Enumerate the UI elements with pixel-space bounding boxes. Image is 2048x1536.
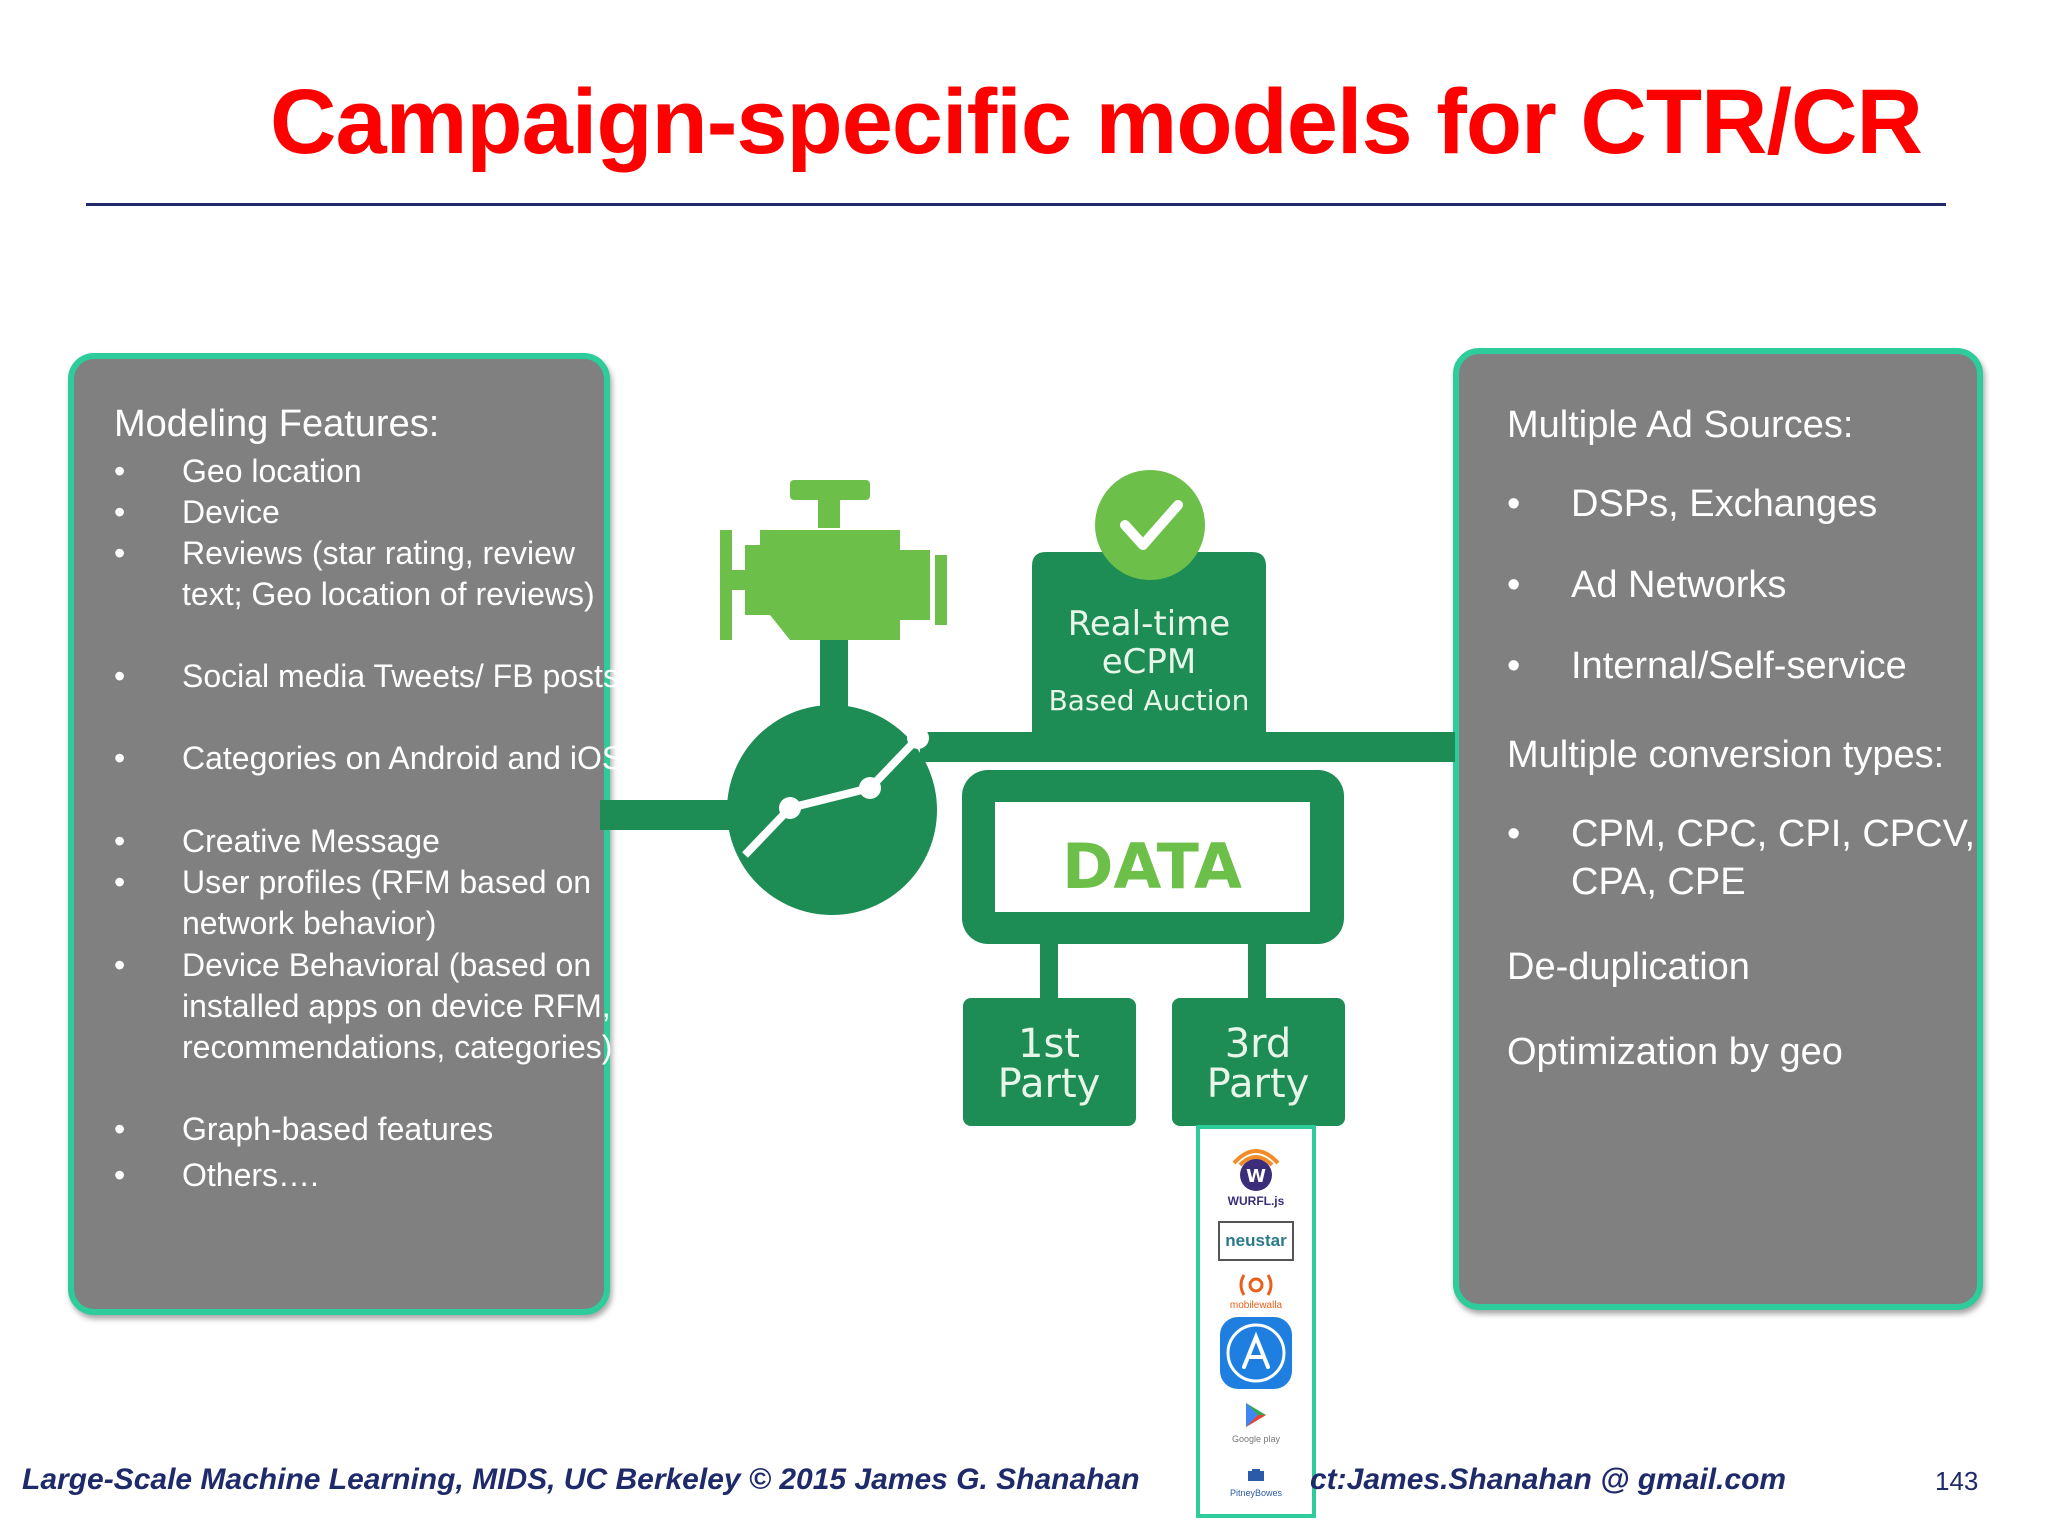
bullet: • — [114, 947, 126, 983]
ad-platform-diagram: Real-time eCPM Based Auction DATA 1st Pa… — [600, 470, 1455, 1126]
source-item: Ad Networks — [1571, 564, 1787, 606]
feature-item: Device — [182, 494, 280, 530]
bullet: • — [1507, 813, 1521, 855]
source-item: DSPs, Exchanges — [1571, 483, 1878, 525]
bullet: • — [114, 535, 126, 571]
mobilewalla-logo: mobilewalla — [1200, 1271, 1312, 1311]
first-party-line2: Party — [998, 1061, 1101, 1107]
title-divider — [86, 203, 1946, 206]
source-item: Internal/Self-service — [1571, 645, 1907, 687]
bullet: • — [114, 864, 126, 900]
modeling-features-heading: Modeling Features: — [114, 403, 440, 445]
right-connector — [920, 732, 1455, 762]
google-play-icon — [1246, 1403, 1266, 1427]
engine-icon — [720, 480, 947, 640]
deduplication-heading: De-duplication — [1507, 946, 1750, 988]
data-box-inner — [995, 802, 1310, 912]
pitney-bowes-label: PitneyBowes — [1229, 1488, 1283, 1498]
mobilewalla-label: mobilewalla — [1229, 1300, 1283, 1311]
auction-label-line1: Real-time — [1068, 604, 1230, 644]
trend-line — [742, 735, 921, 858]
conversion-item: CPM, CPC, CPI, CPCV, CPA, CPE — [1571, 813, 1976, 903]
neustar-logo: neustar — [1200, 1221, 1312, 1261]
wurfl-icon: W — [1232, 1149, 1280, 1191]
app-store-logo — [1200, 1315, 1312, 1396]
feature-item: Graph-based features — [182, 1111, 494, 1147]
auction-label-line3: Based Auction — [1049, 684, 1250, 717]
mobilewalla-icon — [1239, 1274, 1273, 1296]
app-store-icon — [1220, 1317, 1292, 1389]
first-party-line1: 1st — [1018, 1021, 1080, 1067]
bullet: • — [1507, 645, 1521, 687]
auction-box — [1032, 552, 1266, 732]
trend-point — [779, 797, 801, 819]
neustar-label: neustar — [1218, 1221, 1294, 1261]
bullet: • — [114, 823, 126, 859]
bullet: • — [114, 1157, 126, 1193]
bullet: • — [1507, 483, 1521, 525]
ad-sources-panel: Multiple Ad Sources: • DSPs, Exchanges • A… — [1453, 348, 1983, 1310]
data-label: DATA — [1062, 830, 1242, 903]
bullet: • — [114, 494, 126, 530]
feature-item: Others…. — [182, 1157, 319, 1193]
bullet: • — [114, 1111, 126, 1147]
bullet: • — [114, 740, 126, 776]
feature-item: Categories on Android and iOS — [182, 740, 624, 776]
wurfl-logo: W WURFL.js — [1200, 1141, 1312, 1208]
pitney-bowes-icon — [1248, 1469, 1264, 1481]
pitney-bowes-logo: PitneyBowes — [1200, 1469, 1312, 1498]
analytics-circle — [727, 705, 937, 915]
first-party-box — [963, 998, 1136, 1126]
third-party-box — [1172, 998, 1345, 1126]
feature-item: Reviews (star rating, review text; Geo l… — [182, 535, 595, 612]
bullet: • — [114, 453, 126, 489]
check-mark-icon — [1120, 500, 1183, 550]
feature-item: User profiles (RFM based on network beha… — [182, 864, 592, 941]
check-circle-icon — [1095, 470, 1205, 580]
slide-title: Campaign-specific models for CTR/CR — [270, 71, 1923, 173]
google-play-logo: Google play — [1200, 1401, 1312, 1444]
bullet: • — [114, 658, 126, 694]
modeling-features-panel: Modeling Features: • Geo location • Device •… — [68, 353, 623, 1315]
footer-contact: ct:James.Shanahan @ gmail.com — [1310, 1463, 1787, 1496]
wurfl-label: WURFL.js — [1227, 1194, 1285, 1208]
third-party-line1: 3rd — [1225, 1021, 1292, 1067]
trend-point — [907, 727, 929, 749]
bullet: • — [1507, 564, 1521, 606]
data-provider-logos: W WURFL.js neustar mobilewalla Google pl… — [1196, 1125, 1316, 1518]
feature-item: Social media Tweets/ FB posts — [182, 658, 619, 694]
conversion-types-heading: Multiple conversion types: — [1507, 734, 1945, 776]
auction-label-line2: eCPM — [1102, 642, 1197, 682]
feature-item: Creative Message — [182, 823, 440, 859]
svg-text:W: W — [1246, 1166, 1266, 1187]
trend-point — [859, 777, 881, 799]
ad-sources-heading: Multiple Ad Sources: — [1507, 404, 1854, 446]
feature-item: Geo location — [182, 453, 362, 489]
first-party-stem — [1040, 942, 1058, 1002]
third-party-stem — [1248, 942, 1266, 1002]
google-play-label: Google play — [1231, 1434, 1281, 1444]
geo-optimization-heading: Optimization by geo — [1507, 1031, 1843, 1073]
third-party-line2: Party — [1207, 1061, 1310, 1107]
page-number: 143 — [1935, 1466, 1979, 1496]
footer-credit: Large-Scale Machine Learning, MIDS, UC B… — [22, 1463, 1140, 1496]
feature-item: Device Behavioral (based on installed ap… — [182, 947, 613, 1065]
